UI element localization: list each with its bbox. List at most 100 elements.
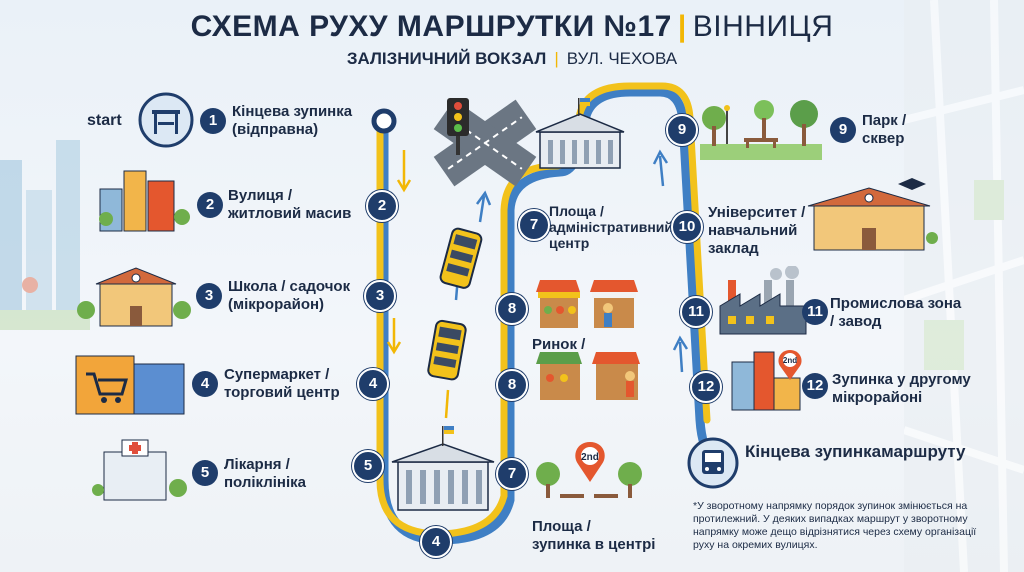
title-main: СХЕМА РУХУ МАРШРУТКИ №17 bbox=[190, 10, 672, 43]
city-square-icon: 2nd bbox=[536, 442, 642, 498]
route-stop-7-admin: 7 bbox=[518, 209, 550, 241]
park-icon bbox=[700, 100, 822, 160]
route-stop-8-lower: 8 bbox=[496, 369, 528, 401]
badge-2nd-district: 2nd bbox=[783, 356, 797, 365]
stop-number-4: 4 bbox=[192, 371, 218, 397]
stop-number-1: 1 bbox=[200, 108, 226, 134]
stop-admin-line2: адміністративний bbox=[549, 219, 673, 235]
end-stop-label: Кінцева зупинкамаршруту bbox=[745, 441, 966, 462]
supermarket-icon bbox=[75, 355, 185, 415]
direction-arrow-up-4 bbox=[672, 335, 689, 373]
stop-11-line2: / завод bbox=[830, 313, 882, 330]
stop-number-2: 2 bbox=[197, 192, 223, 218]
route-stop-8-upper: 8 bbox=[496, 293, 528, 325]
stop-square-line2: зупинка в центрі bbox=[532, 536, 656, 553]
stop-11-line1: Промислова зона bbox=[830, 295, 962, 312]
stop-3-line1: Школа / садочок bbox=[228, 278, 351, 295]
route-stop-2: 2 bbox=[366, 190, 398, 222]
background-map-decoration bbox=[904, 0, 1024, 572]
direction-arrow-down-1 bbox=[396, 150, 412, 193]
university-icon bbox=[807, 178, 938, 251]
admin-building-icon bbox=[535, 98, 625, 169]
stop-square-line1: Площа / bbox=[532, 518, 591, 535]
stop-number-3: 3 bbox=[196, 283, 222, 309]
route-to: ВУЛ. ЧЕХОВА bbox=[566, 49, 678, 68]
start-label: start bbox=[87, 112, 122, 129]
stop-5-line2: поліклініка bbox=[224, 474, 307, 491]
title-city: ВІННИЦЯ bbox=[692, 10, 834, 43]
residential-buildings-icon bbox=[99, 170, 190, 232]
route-stop-12: 12 bbox=[690, 371, 722, 403]
route-stop-10: 10 bbox=[671, 211, 703, 243]
stop-4-label: Супермаркет /торговий центр bbox=[224, 366, 340, 402]
stop-number-9: 9 bbox=[830, 117, 856, 143]
stop-number-5: 5 bbox=[192, 460, 218, 486]
stop-9-line1: Парк / bbox=[862, 112, 907, 129]
stop-5-label: Лікарня /поліклініка bbox=[224, 456, 306, 492]
market-stalls-icon bbox=[536, 280, 638, 328]
route-stop-5: 5 bbox=[352, 450, 384, 482]
direction-arrow-up-3 bbox=[652, 149, 669, 187]
stop-10-line1: Університет / bbox=[708, 204, 806, 221]
stop-4-line2: торговий центр bbox=[224, 384, 340, 401]
stop-admin-line1: Площа / bbox=[549, 203, 604, 219]
route-stop-4-bottom: 4 bbox=[420, 526, 452, 558]
stop-12-line2: мікрорайоні bbox=[832, 389, 923, 406]
route-stop-11: 11 bbox=[680, 296, 712, 328]
badge-2nd-square: 2nd bbox=[581, 452, 599, 463]
bus-icon-upper bbox=[439, 227, 483, 289]
stop-10-line2: навчальний bbox=[708, 222, 798, 239]
stop-2-line2: житловий масив bbox=[228, 205, 352, 222]
direction-arrow-down-2 bbox=[386, 318, 402, 355]
route-start-marker bbox=[371, 108, 397, 134]
bus-stop-icon bbox=[138, 92, 194, 148]
end-stop-line1: Кінцева зупинка bbox=[745, 442, 882, 461]
stop-11-label: Промислова зона/ завод bbox=[830, 295, 961, 331]
stop-9-label: Парк /сквер bbox=[862, 112, 906, 148]
direction-arrow-up-1 bbox=[475, 190, 492, 223]
stop-2-label: Вулиця /житловий масив bbox=[228, 187, 351, 223]
stop-1-label: Кінцева зупинка(відправна) bbox=[232, 103, 352, 139]
page-title: СХЕМА РУХУ МАРШРУТКИ №17|ВІННИЦЯ bbox=[0, 10, 1024, 44]
stop-number-12: 12 bbox=[802, 373, 828, 399]
route-stop-7-center: 7 bbox=[496, 458, 528, 490]
stop-5-line1: Лікарня / bbox=[224, 456, 290, 473]
route-stop-3: 3 bbox=[364, 280, 396, 312]
stop-number-11: 11 bbox=[802, 299, 828, 325]
title-separator: | bbox=[677, 10, 687, 43]
stop-admin-line3: центр bbox=[549, 235, 590, 251]
route-stop-9: 9 bbox=[666, 114, 698, 146]
stop-square-label: Площа /зупинка в центрі bbox=[532, 518, 655, 554]
stop-10-line3: заклад bbox=[708, 240, 759, 257]
footnote: *У зворотному напрямку порядок зупинок з… bbox=[693, 500, 977, 551]
stop-2-line1: Вулиця / bbox=[228, 187, 293, 204]
stop-market-label: Ринок / bbox=[532, 336, 586, 353]
district-stop-icon: 2nd bbox=[731, 350, 802, 411]
route-separator: | bbox=[554, 49, 559, 68]
government-building-icon bbox=[391, 426, 495, 511]
school-icon bbox=[77, 267, 191, 327]
stop-1-line1: Кінцева зупинка bbox=[232, 103, 353, 120]
stop-4-line1: Супермаркет / bbox=[224, 366, 330, 383]
factory-icon bbox=[719, 266, 807, 335]
crossroad-traffic-light-icon bbox=[433, 98, 537, 187]
stop-3-line2: (мікрорайон) bbox=[228, 296, 325, 313]
route-stop-4: 4 bbox=[357, 368, 389, 400]
route-from: ЗАЛІЗНИЧНИЙ ВОКЗАЛ bbox=[346, 49, 547, 68]
stop-3-label: Школа / садочок(мікрорайон) bbox=[228, 278, 350, 314]
stop-1-line2: (відправна) bbox=[232, 121, 319, 138]
hospital-icon bbox=[92, 439, 187, 501]
background-city-decoration bbox=[0, 140, 90, 330]
end-stop-line2: маршруту bbox=[881, 442, 966, 461]
route-endpoints: ЗАЛІЗНИЧНИЙ ВОКЗАЛ | ВУЛ. ЧЕХОВА bbox=[0, 49, 1024, 69]
stop-9-line2: сквер bbox=[862, 130, 905, 147]
stop-12-line1: Зупинка у другому bbox=[832, 371, 971, 388]
market-vendors-icon bbox=[536, 352, 640, 400]
direction-arrow-down-3 bbox=[444, 389, 450, 419]
bus-icon-lower bbox=[427, 319, 467, 381]
